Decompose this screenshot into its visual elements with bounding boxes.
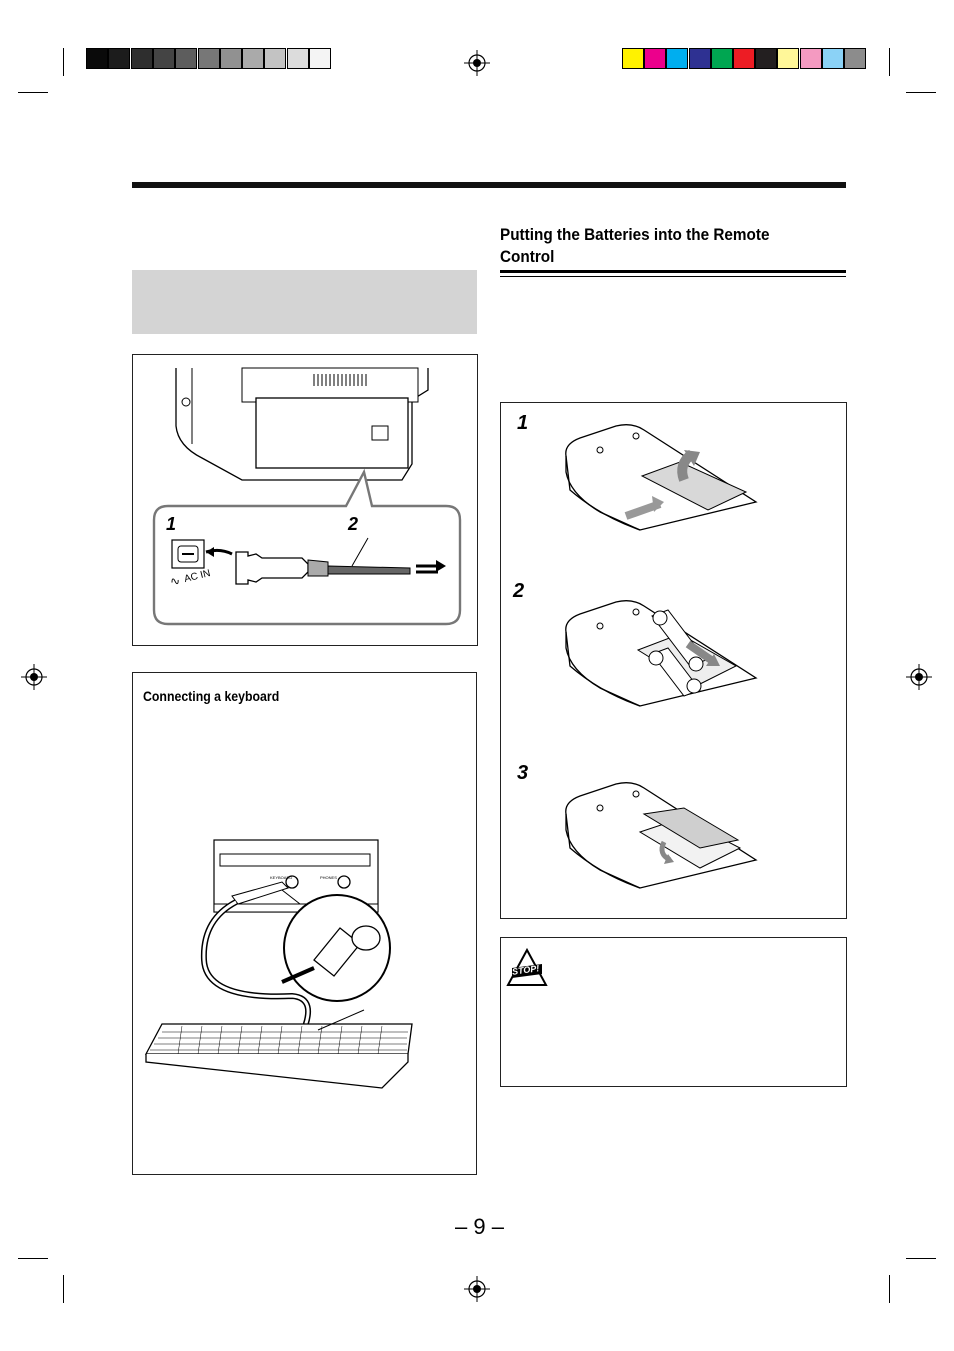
- grey-swatch: [286, 48, 309, 69]
- heading-band: [132, 270, 477, 334]
- keyboard-section-title: Connecting a keyboard: [143, 688, 280, 704]
- grey-swatch: [108, 48, 131, 69]
- color-swatch: [844, 48, 866, 69]
- color-swatch: [755, 48, 778, 69]
- color-swatch: [777, 48, 800, 69]
- step-number-2: 2: [513, 580, 525, 602]
- crop-mark: [18, 92, 48, 93]
- keyboard-connection-illustration: [144, 839, 413, 1089]
- step-number-3: 3: [517, 762, 529, 784]
- grey-swatch: [86, 48, 108, 69]
- crop-mark: [906, 92, 936, 93]
- color-swatch: [821, 48, 844, 69]
- color-swatch: [666, 48, 689, 69]
- color-swatch: [644, 48, 667, 69]
- section-title: Putting the Batteries into the Remote Co…: [500, 225, 770, 266]
- color-swatch: [710, 48, 733, 69]
- crop-mark: [906, 1258, 936, 1259]
- crop-mark: [63, 48, 64, 76]
- grey-swatch: [152, 48, 175, 69]
- remote-close-cover-illustration: [565, 782, 758, 889]
- grey-swatch: [197, 48, 220, 69]
- callout-number: 2: [348, 514, 359, 534]
- unit-rear-illustration: [152, 367, 462, 626]
- header-rule: [132, 182, 846, 188]
- grey-swatch: [264, 48, 287, 69]
- registration-mark-icon: [464, 50, 490, 76]
- title-rule: [500, 270, 846, 273]
- registration-mark-icon: [906, 664, 932, 690]
- crop-mark: [889, 48, 890, 76]
- crop-mark: [18, 1258, 48, 1259]
- crop-mark: [889, 1275, 890, 1303]
- caution-box: [500, 937, 847, 1087]
- grey-swatch: [175, 48, 198, 69]
- page-number: – 9 –: [455, 1214, 504, 1239]
- title-rule: [500, 276, 846, 277]
- stop-warning-icon: [506, 947, 548, 986]
- step-number-1: 1: [517, 412, 529, 434]
- remote-batteries-illustration: [565, 600, 758, 707]
- registration-mark-icon: [464, 1276, 490, 1302]
- color-swatch: [799, 48, 822, 69]
- color-swatch: [688, 48, 711, 69]
- grey-swatch: [309, 48, 331, 69]
- panel-label-keyboard: KEYBOARD: [270, 875, 293, 880]
- panel-label-phones: PHONES: [320, 875, 337, 880]
- color-swatch: [622, 48, 644, 69]
- registration-mark-icon: [21, 664, 47, 690]
- color-swatch: [733, 48, 755, 69]
- crop-mark: [63, 1275, 64, 1303]
- grey-swatch: [130, 48, 153, 69]
- callout-number: 1: [166, 514, 177, 534]
- remote-open-cover-illustration: [565, 424, 758, 531]
- grey-swatch: [219, 48, 242, 69]
- grey-swatch: [242, 48, 265, 69]
